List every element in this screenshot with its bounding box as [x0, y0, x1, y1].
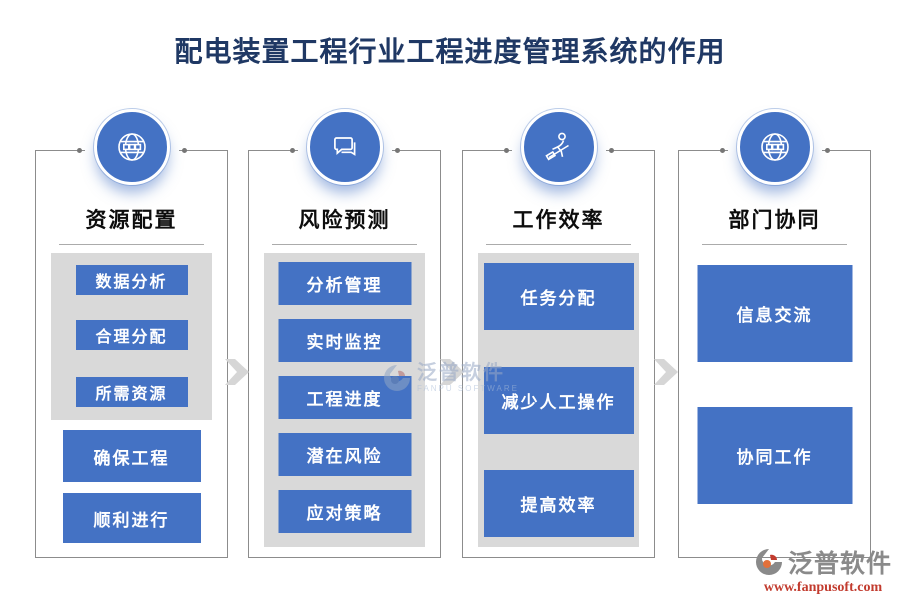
column-heading: 资源配置	[85, 207, 178, 232]
chevron-right-icon	[438, 356, 466, 388]
connector-dot	[77, 148, 82, 153]
list-item: 提高效率	[483, 470, 634, 537]
list-item: 数据分析	[75, 265, 188, 295]
connector-dot	[504, 148, 509, 153]
worker-icon	[541, 129, 577, 165]
list-item: 信息交流	[697, 265, 852, 362]
footer-logo-url: www.fanpusoft.com	[763, 580, 883, 595]
list-item: 分析管理	[278, 262, 411, 305]
list-item: 合理分配	[75, 320, 188, 350]
list-item: 所需资源	[75, 377, 188, 407]
connector-dot	[290, 148, 295, 153]
list-item: 任务分配	[483, 263, 634, 330]
list-item: 减少人工操作	[483, 367, 634, 434]
list-item: 协同工作	[697, 407, 852, 504]
column-circle	[520, 109, 597, 185]
connector-dot	[825, 148, 830, 153]
list-item: 应对策略	[278, 490, 411, 533]
heading-underline	[702, 244, 847, 245]
column-heading: 部门协同	[728, 207, 821, 232]
list-item: 潜在风险	[278, 433, 411, 476]
footer-logo-name: 泛普软件	[787, 549, 892, 578]
chevron-right-icon	[652, 356, 680, 388]
column-circle	[306, 109, 383, 185]
column-heading: 风险预测	[298, 207, 391, 232]
connector-dot	[395, 148, 400, 153]
globe-icon	[114, 129, 150, 165]
globe-icon	[757, 129, 793, 165]
heading-underline	[59, 244, 204, 245]
connector-dot	[720, 148, 725, 153]
page-title: 配电装置工程行业工程进度管理系统的作用	[174, 35, 726, 68]
list-item: 实时监控	[278, 319, 411, 362]
column-risk-prediction: 风险预测 分析管理 实时监控 工程进度 潜在风险 应对策略	[248, 0, 441, 600]
list-item: 工程进度	[278, 376, 411, 419]
list-item: 确保工程	[62, 430, 201, 482]
list-item: 顺利进行	[62, 493, 201, 543]
column-resource-allocation: 资源配置 数据分析 合理分配 所需资源 确保工程 顺利进行	[35, 0, 228, 600]
chevron-right-icon	[223, 356, 251, 388]
column-department-collaboration: 部门协同 信息交流 协同工作	[678, 0, 871, 600]
column-circle	[736, 109, 813, 185]
chat-bubbles-icon	[327, 129, 363, 165]
connector-dot	[182, 148, 187, 153]
heading-underline	[486, 244, 631, 245]
footer-logo: 泛普软件 www.fanpusoft.com	[754, 544, 892, 596]
column-work-efficiency: 工作效率 任务分配 减少人工操作 提高效率	[462, 0, 655, 600]
connector-dot	[609, 148, 614, 153]
column-heading: 工作效率	[512, 207, 605, 232]
column-circle	[93, 109, 170, 185]
fanpu-logo-icon	[754, 547, 784, 577]
heading-underline	[272, 244, 417, 245]
